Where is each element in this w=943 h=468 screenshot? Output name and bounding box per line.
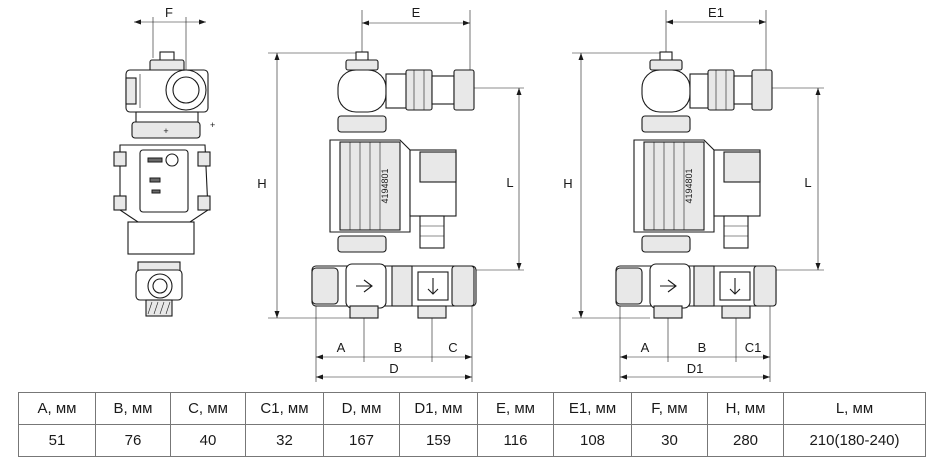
table-header-cell: B, мм — [95, 392, 171, 425]
table-header-row: A, мм B, мм C, мм C1, мм D, мм D1, мм E,… — [18, 392, 926, 425]
dim-label-d1: D1 — [687, 361, 704, 376]
table-header-cell: E1, мм — [553, 392, 632, 425]
table-header-cell: A, мм — [18, 392, 96, 425]
dim-label-e1: E1 — [708, 5, 724, 20]
side-view-2: E1 H L 4194801 — [563, 5, 824, 382]
technical-drawing: F + + — [113, 5, 824, 382]
table-cell: 40 — [170, 424, 246, 457]
table-cell: 116 — [477, 424, 554, 457]
dim-label-f: F — [165, 5, 173, 20]
table-cell: 167 — [323, 424, 400, 457]
dim-label-h-right: H — [563, 176, 572, 191]
table-header-cell: C1, мм — [245, 392, 324, 425]
dim-label-b-left: B — [394, 340, 403, 355]
dim-label-e: E — [412, 5, 421, 20]
front-view: F + + — [113, 5, 215, 317]
pump-marking-1: 4194801 — [380, 168, 390, 203]
dim-label-a-left: A — [337, 340, 346, 355]
table-cell: 159 — [399, 424, 478, 457]
dim-label-l-left: L — [506, 175, 513, 190]
table-row: 51 76 40 32 167 159 116 108 30 280 210(1… — [18, 424, 926, 457]
dim-label-a-right: A — [641, 340, 650, 355]
svg-text:+: + — [163, 126, 168, 136]
table-cell: 108 — [553, 424, 632, 457]
table-header-cell: L, мм — [783, 392, 926, 425]
dim-label-l-right: L — [804, 175, 811, 190]
svg-text:+: + — [210, 120, 215, 130]
table-header-cell: D, мм — [323, 392, 400, 425]
table-header-cell: F, мм — [631, 392, 708, 425]
table-header-cell: E, мм — [477, 392, 554, 425]
dimension-table: A, мм B, мм C, мм C1, мм D, мм D1, мм E,… — [18, 392, 926, 457]
table-header-cell: H, мм — [707, 392, 784, 425]
table-cell: 76 — [95, 424, 171, 457]
dim-label-c1: C1 — [745, 340, 762, 355]
table-cell: 51 — [18, 424, 96, 457]
table-cell: 210(180-240) — [783, 424, 926, 457]
pump-marking-2: 4194801 — [684, 168, 694, 203]
dim-label-b-right: B — [698, 340, 707, 355]
dim-label-d: D — [389, 361, 398, 376]
table-header-cell: D1, мм — [399, 392, 478, 425]
table-cell: 30 — [631, 424, 708, 457]
dim-label-h-left: H — [257, 176, 266, 191]
table-cell: 280 — [707, 424, 784, 457]
table-cell: 32 — [245, 424, 324, 457]
dim-label-c: C — [448, 340, 457, 355]
side-view-1: E H L 4194801 — [257, 5, 524, 382]
table-header-cell: C, мм — [170, 392, 246, 425]
